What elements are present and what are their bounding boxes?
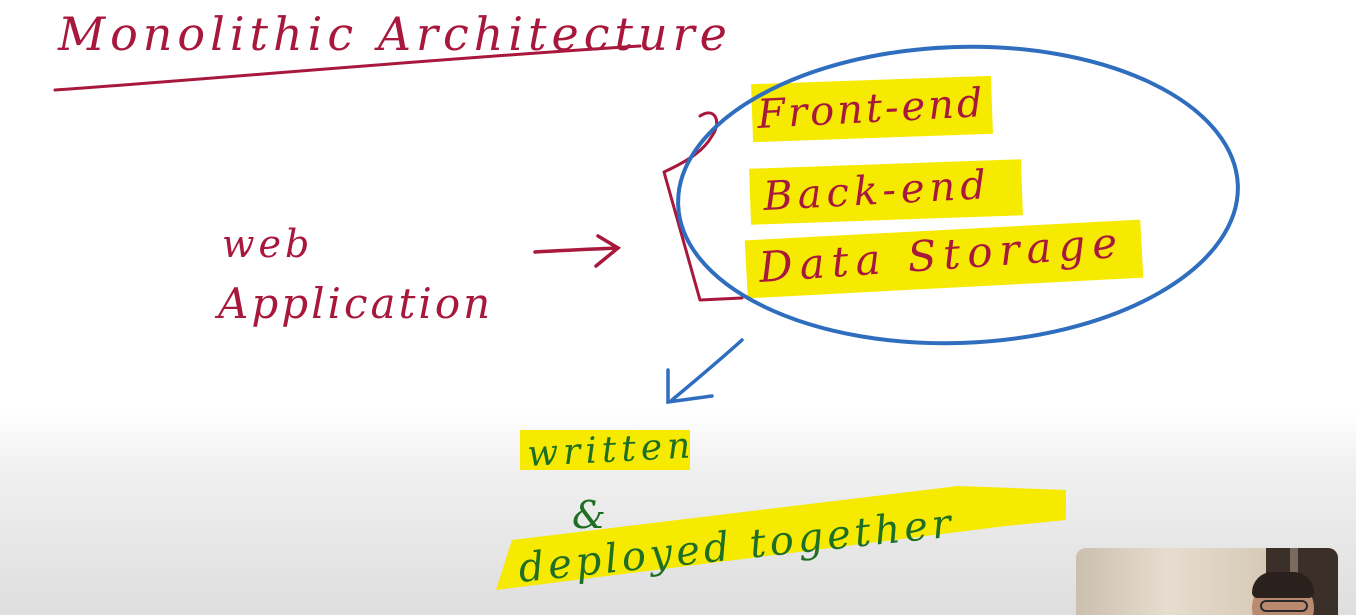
presenter-glasses xyxy=(1260,600,1308,612)
application-label: Application xyxy=(214,279,493,328)
webcam-overlay xyxy=(1076,548,1338,615)
presenter-hair xyxy=(1252,572,1314,598)
ampersand-label: & xyxy=(572,493,606,537)
down-left-arrow-icon xyxy=(666,338,744,405)
curly-bracket xyxy=(662,111,744,302)
highlight-deployed xyxy=(496,486,1066,590)
highlight-frontend xyxy=(751,75,993,143)
web-label: web xyxy=(222,222,313,266)
written-label: written xyxy=(526,425,696,475)
components-circle xyxy=(676,44,1240,346)
page-title: Monolithic Architecture xyxy=(57,7,732,61)
highlight-storage xyxy=(744,219,1144,299)
highlight-backend xyxy=(749,159,1023,225)
title-underline xyxy=(53,44,642,92)
highlight-written xyxy=(520,430,690,470)
right-arrow-icon xyxy=(533,234,622,268)
